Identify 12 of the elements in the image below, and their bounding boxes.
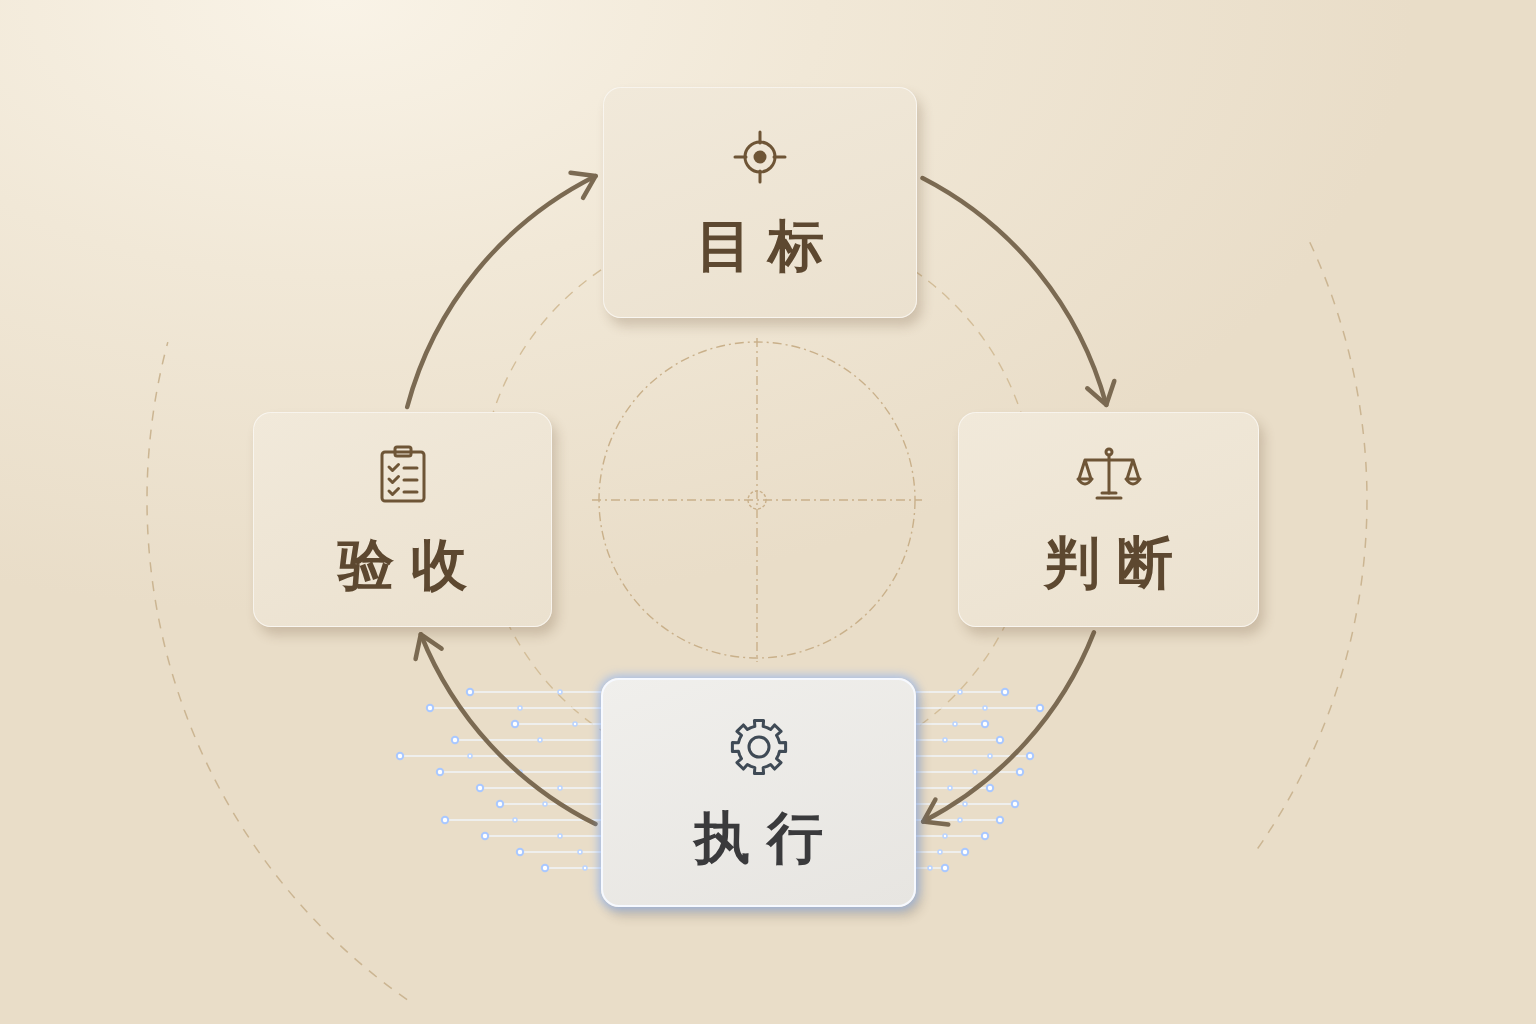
step-card xyxy=(601,678,916,907)
step-card xyxy=(603,87,917,318)
step-card xyxy=(958,412,1259,627)
step-label: 目标 xyxy=(694,214,842,277)
step-label: 判断 xyxy=(1042,531,1190,594)
arrow xyxy=(920,630,1097,826)
arrow xyxy=(414,632,598,827)
step-label: 执行 xyxy=(692,806,840,869)
step-label: 验收 xyxy=(336,533,484,596)
step-card xyxy=(253,412,552,627)
arrow xyxy=(404,172,598,410)
arrow xyxy=(920,175,1116,408)
